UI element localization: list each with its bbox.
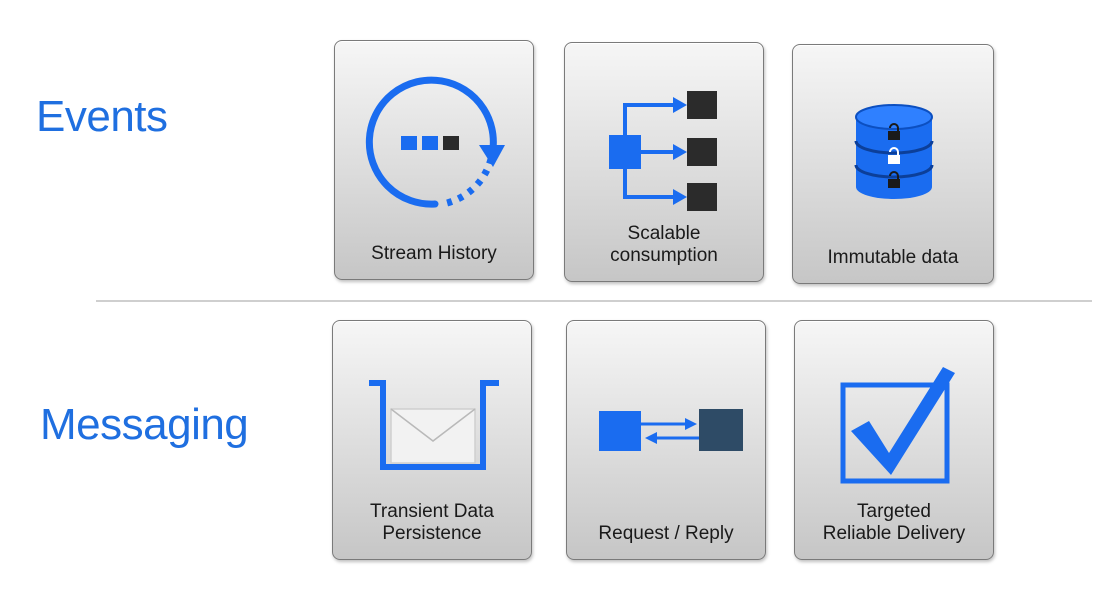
- tile-stream-history: Stream History: [334, 40, 534, 280]
- messaging-heading: Messaging: [40, 400, 249, 449]
- tile-label: Scalable consumption: [610, 223, 718, 266]
- tile-label: Stream History: [371, 243, 497, 264]
- tile-scalable-consumption: Scalable consumption: [564, 42, 764, 282]
- bidirectional-arrows-icon: [599, 409, 743, 451]
- checkmark-box-icon: [840, 367, 955, 484]
- locked-database-icon: [854, 104, 934, 199]
- envelope-in-bucket-icon: [369, 380, 499, 470]
- tile-immutable-data: Immutable data: [792, 44, 994, 284]
- tile-transient-data-persistence: Transient Data Persistence: [332, 320, 532, 560]
- section-divider: [96, 300, 1092, 302]
- tile-label: Immutable data: [827, 247, 959, 268]
- tile-label: Request / Reply: [598, 523, 734, 544]
- tile-label: Transient Data Persistence: [370, 501, 494, 544]
- tile-targeted-reliable-delivery: Targeted Reliable Delivery: [794, 320, 994, 560]
- tile-request-reply: Request / Reply: [566, 320, 766, 560]
- tile-label: Targeted Reliable Delivery: [822, 501, 966, 544]
- circular-stream-icon: [365, 76, 505, 208]
- events-heading: Events: [36, 92, 168, 141]
- fan-out-icon: [609, 91, 717, 211]
